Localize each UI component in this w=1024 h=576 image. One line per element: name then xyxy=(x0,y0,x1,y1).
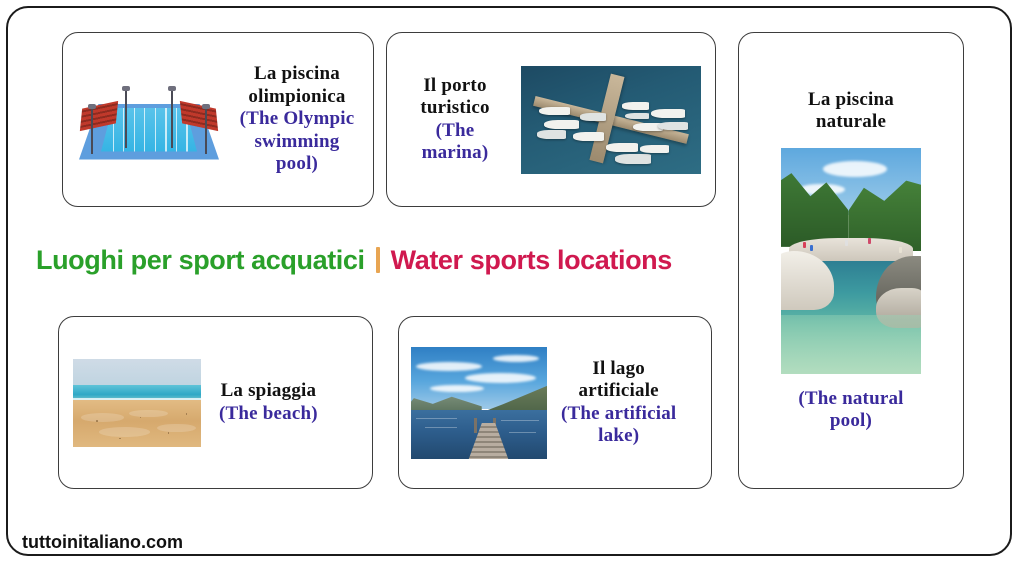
olympic-pool-card-text: La piscina olimpionica (The Olympic swim… xyxy=(233,63,361,175)
term-line-2: naturale xyxy=(815,111,887,133)
term-line-2: olimpionica xyxy=(248,85,346,107)
term-line-1: La spiaggia xyxy=(220,380,317,402)
artificial-lake-card-text: Il lago artificiale (The artificial lake… xyxy=(561,358,676,448)
term-line-1: La piscina xyxy=(254,63,340,85)
vocabulary-card-olympic-pool[interactable]: La piscina olimpionica (The Olympic swim… xyxy=(62,32,374,207)
natural-pool-card-title: La piscina naturale xyxy=(808,89,894,134)
heading-italian: Luoghi per sport acquatici xyxy=(36,244,365,275)
translation-line-1: (The artificial xyxy=(561,402,677,424)
heading-separator-bar xyxy=(375,247,380,273)
heading-english: Water sports locations xyxy=(390,244,673,275)
vocabulary-card-artificial-lake[interactable]: Il lago artificiale (The artificial lake… xyxy=(398,316,712,489)
vocabulary-card-beach[interactable]: La spiaggia (The beach) xyxy=(58,316,373,489)
translation-line-1: (The beach) xyxy=(219,402,318,424)
term-line-1: Il lago xyxy=(592,357,645,379)
site-watermark: tuttoinitaliano.com xyxy=(22,532,183,552)
term-line-2: artificiale xyxy=(578,380,659,402)
marina-aerial-image xyxy=(521,65,701,174)
natural-rock-pool-image xyxy=(781,147,921,374)
translation-line-1: (The Olympic xyxy=(239,108,355,130)
olympic-swimming-pool-image xyxy=(75,73,223,166)
translation-line-2: pool) xyxy=(829,409,873,431)
vocabulary-card-marina[interactable]: Il porto turistico (The marina) xyxy=(386,32,716,207)
outer-frame-border xyxy=(6,6,1012,556)
translation-line-2: swimming pool) xyxy=(254,130,340,175)
term-line-2: turistico xyxy=(420,97,490,119)
translation-line-1: (The natural xyxy=(798,387,904,409)
topic-heading: Luoghi per sport acquatici Water sports … xyxy=(36,238,722,282)
artificial-lake-image xyxy=(411,346,547,459)
beach-card-text: La spiaggia (The beach) xyxy=(219,380,318,425)
sandy-beach-image xyxy=(73,358,201,447)
term-line-1: Il porto xyxy=(423,74,487,96)
vocabulary-card-natural-pool[interactable]: La piscina naturale xyxy=(738,32,964,489)
translation-line-2: lake) xyxy=(598,424,640,446)
natural-pool-card-translation: (The natural pool) xyxy=(798,388,903,433)
marina-card-text: Il porto turistico (The marina) xyxy=(401,75,509,165)
translation-line-1: (The marina) xyxy=(421,119,489,163)
term-line-1: La piscina xyxy=(808,88,894,110)
